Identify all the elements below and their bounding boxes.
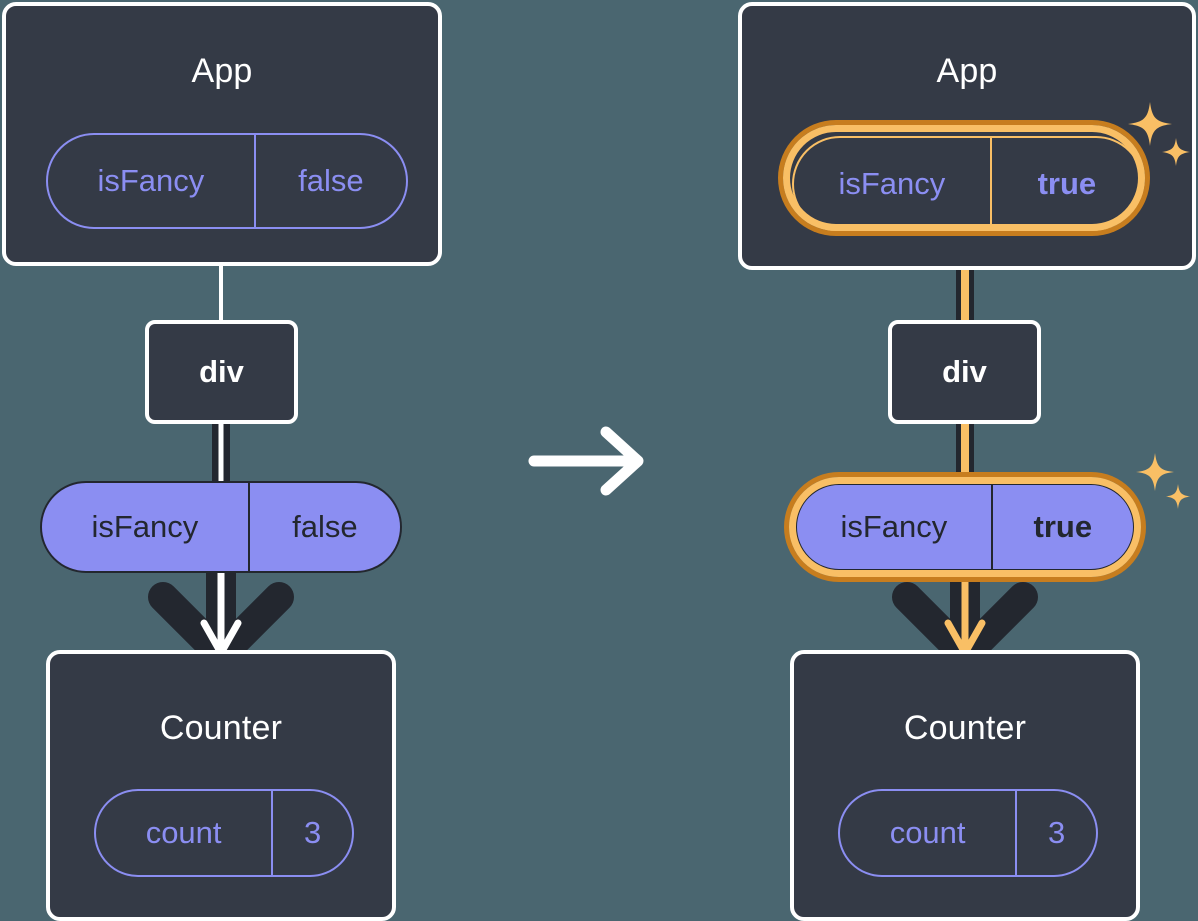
app-box-before: App isFancy false — [2, 2, 442, 266]
pill-key: count — [145, 815, 222, 850]
counter-state-pill-after: count 3 — [838, 789, 1098, 877]
app-title-after: App — [936, 52, 998, 90]
pill-key: count — [889, 815, 966, 850]
div-node-after: div — [888, 320, 1041, 424]
pill-key: isFancy — [838, 166, 946, 201]
arrow-props-to-counter-right — [892, 566, 1038, 670]
app-state-pill-after: isFancy true — [792, 136, 1144, 232]
pill-value: 3 — [271, 791, 352, 875]
counter-box-before: Counter count 3 — [46, 650, 396, 921]
pill-key: isFancy — [840, 509, 948, 544]
props-pill-after: isFancy true — [795, 483, 1135, 571]
div-node-before: div — [145, 320, 298, 424]
pill-value: true — [989, 138, 1142, 230]
pill-key: isFancy — [97, 163, 205, 198]
sparkle-icon-props-after — [1136, 453, 1190, 509]
div-label: div — [199, 354, 244, 389]
div-label: div — [942, 354, 987, 389]
pill-value: 3 — [1015, 791, 1096, 875]
app-state-pill-before: isFancy false — [46, 133, 408, 229]
pill-key: isFancy — [91, 509, 199, 544]
props-pill-before: isFancy false — [40, 481, 402, 573]
pill-value: false — [253, 135, 406, 227]
counter-box-after: Counter count 3 — [790, 650, 1140, 921]
transition-right-arrow-icon — [528, 426, 644, 496]
pill-value: true — [990, 485, 1133, 569]
arrow-props-to-counter-left — [148, 566, 294, 670]
counter-title-after: Counter — [903, 709, 1027, 747]
counter-state-pill-before: count 3 — [94, 789, 354, 877]
pill-value: false — [247, 483, 400, 571]
sparkle-icon-app-after — [1128, 102, 1190, 166]
app-title-before: App — [191, 52, 253, 90]
counter-title-before: Counter — [159, 709, 283, 747]
